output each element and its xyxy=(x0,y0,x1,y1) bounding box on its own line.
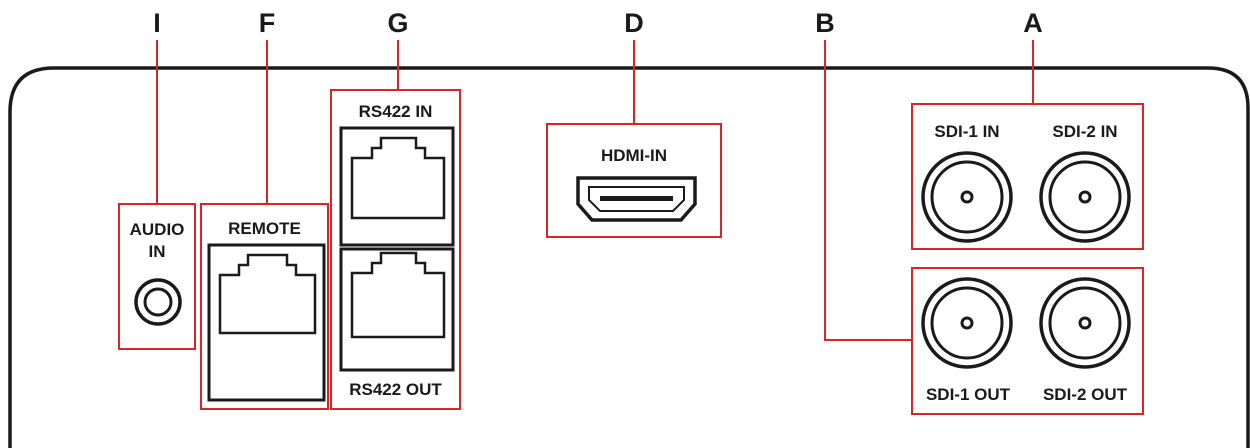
rs422-in-rj45-port-icon xyxy=(339,126,455,247)
sdi1-out-label: SDI-1 OUT xyxy=(925,385,1011,404)
hdmi-in-box xyxy=(546,123,722,238)
sdi2-out-bnc-icon xyxy=(1039,277,1131,369)
sdi2-in-label: SDI-2 IN xyxy=(1052,122,1118,141)
sdi1-in-bnc-icon xyxy=(921,151,1013,243)
callout-letter-f: F xyxy=(258,8,276,38)
sdi2-in-bnc-icon xyxy=(1039,151,1131,243)
device-panel-outline xyxy=(8,66,1250,448)
rs422-out-rj45-port-icon xyxy=(339,247,455,372)
rs422-in-label: RS422 IN xyxy=(358,102,433,121)
audio-jack-icon xyxy=(134,278,182,326)
remote-box xyxy=(200,203,329,410)
sdi1-in-label: SDI-1 IN xyxy=(934,122,1000,141)
audio-in-label-line1: AUDIO xyxy=(129,220,185,239)
sdi-in-box xyxy=(911,103,1144,250)
callout-letter-d: D xyxy=(624,8,644,38)
sdi2-out-label: SDI-2 OUT xyxy=(1042,385,1128,404)
audio-in-box xyxy=(118,203,196,350)
remote-label: REMOTE xyxy=(228,219,301,238)
rs422-box xyxy=(330,89,461,410)
hdmi-port-icon xyxy=(576,176,697,222)
sdi-out-box xyxy=(911,267,1144,415)
sdi1-out-bnc-icon xyxy=(921,277,1013,369)
callout-letter-g: G xyxy=(387,8,409,38)
callout-letter-a: A xyxy=(1023,8,1043,38)
callout-letter-i: I xyxy=(153,8,161,38)
callout-letter-b: B xyxy=(815,8,835,38)
audio-in-label-line2: IN xyxy=(148,242,166,261)
rs422-out-label: RS422 OUT xyxy=(349,380,442,399)
callout-line-b xyxy=(824,40,912,341)
hdmi-in-label: HDMI-IN xyxy=(600,146,668,165)
remote-rj45-port-icon xyxy=(207,243,326,402)
